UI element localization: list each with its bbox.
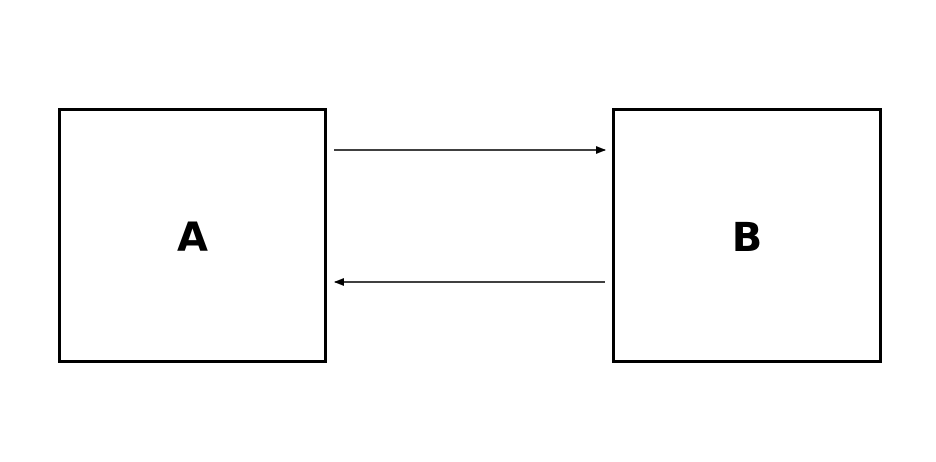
node-b: B xyxy=(612,108,882,363)
node-a-label: A xyxy=(177,214,208,261)
node-b-label: B xyxy=(731,214,763,261)
node-a: A xyxy=(58,108,327,363)
